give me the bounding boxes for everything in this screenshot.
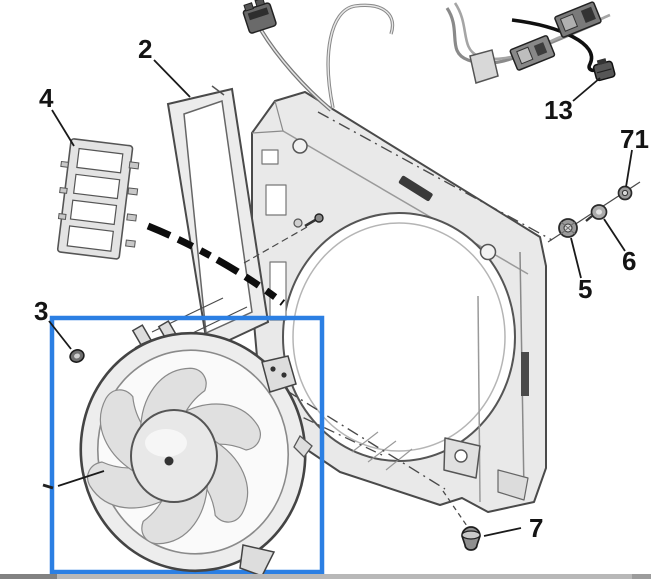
leader-6 bbox=[603, 218, 626, 252]
shroud-fan-opening bbox=[282, 212, 516, 462]
callout-label-4[interactable]: 4 bbox=[39, 83, 54, 113]
callout-label-2[interactable]: 2 bbox=[138, 34, 152, 64]
callout-label-6[interactable]: 6 bbox=[622, 246, 636, 276]
fan-right-ear bbox=[261, 355, 297, 393]
fan-motor-hub bbox=[130, 409, 218, 503]
rotation-arrow bbox=[146, 222, 286, 306]
harness-clip-part-13[interactable] bbox=[592, 57, 616, 82]
spacer-part-6[interactable] bbox=[585, 204, 608, 222]
callout-labels: 2 4 3 13 71 6 5 7 bbox=[34, 34, 649, 543]
leader-1 bbox=[57, 470, 105, 487]
bottom-edge-bar bbox=[0, 574, 651, 579]
leader-3 bbox=[48, 320, 72, 350]
wiring-harness bbox=[242, 0, 611, 112]
support-frame-part-2[interactable] bbox=[166, 85, 270, 361]
hub-center-dot bbox=[164, 456, 174, 466]
louver-grille-part-4[interactable] bbox=[50, 138, 146, 261]
callout-label-3[interactable]: 3 bbox=[34, 296, 48, 326]
harness-connector-1 bbox=[509, 35, 556, 71]
column-slot bbox=[521, 352, 529, 396]
shroud-slot bbox=[398, 175, 433, 202]
highlight-selection-box[interactable] bbox=[49, 315, 325, 575]
mounting-screw bbox=[304, 213, 324, 228]
leader-7 bbox=[483, 527, 522, 537]
nut-part-71[interactable] bbox=[617, 185, 633, 201]
cooling-fan-assembly-part-1[interactable] bbox=[62, 315, 324, 579]
callout-leader-lines bbox=[48, 59, 633, 537]
leader-5 bbox=[570, 237, 582, 279]
harness-tab bbox=[469, 49, 499, 84]
harness-connector-2 bbox=[554, 1, 602, 38]
small-connector bbox=[242, 0, 277, 34]
leader-13 bbox=[572, 77, 601, 102]
leader-2 bbox=[153, 59, 191, 98]
callout-label-71[interactable]: 71 bbox=[620, 124, 649, 154]
callout-label-5[interactable]: 5 bbox=[578, 274, 592, 304]
part-1-label-tick bbox=[42, 483, 54, 490]
callout-label-7[interactable]: 7 bbox=[529, 513, 543, 543]
callout-label-13[interactable]: 13 bbox=[544, 95, 573, 125]
leader-4 bbox=[51, 109, 75, 147]
leader-71 bbox=[625, 149, 633, 188]
nut-part-5[interactable] bbox=[558, 218, 578, 238]
nut-part-3[interactable] bbox=[68, 348, 85, 364]
plug-part-7[interactable] bbox=[461, 526, 481, 551]
